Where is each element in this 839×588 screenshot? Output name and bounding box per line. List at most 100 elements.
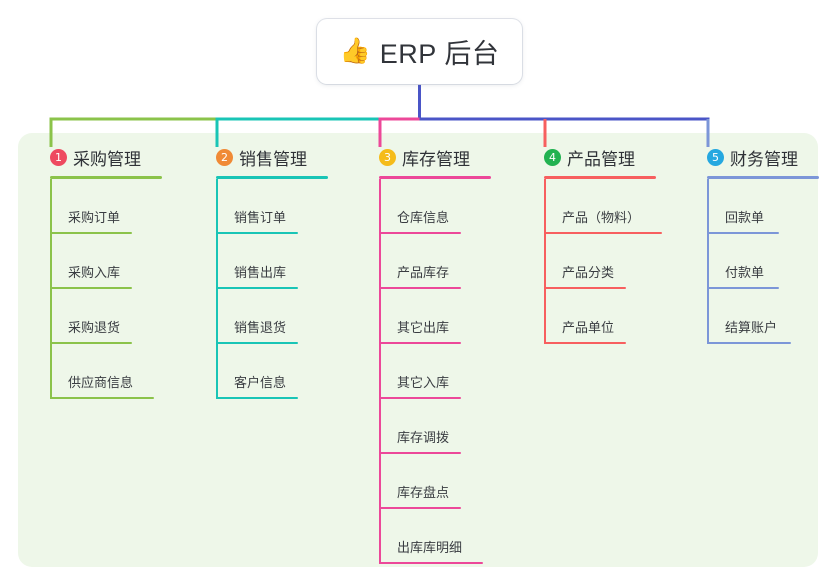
leaf-label: 库存盘点 [397,485,450,500]
leaf-label: 付款单 [725,265,765,280]
branch-number-badge: 5 [707,148,724,166]
branch-spine [379,179,381,564]
leaf-rule [379,452,461,454]
branch-number-badge: 3 [379,148,396,166]
leaf-rule [379,562,483,564]
leaf-label: 产品库存 [397,265,450,280]
diagram-background-panel [18,133,818,567]
leaf-item[interactable]: 库存调拨 [363,399,491,454]
branch-header-rule [707,176,819,179]
leaf-rule [379,397,461,399]
branch-leaf-list: 采购订单采购入库采购退货供应商信息 [34,179,162,399]
branch-header-rule [50,176,162,179]
leaf-item[interactable]: 结算账户 [691,289,819,344]
leaf-rule [216,342,298,344]
leaf-item[interactable]: 出库库明细 [363,509,491,564]
leaf-label: 结算账户 [725,320,778,335]
branch-title: 库存管理 [402,149,470,169]
branch-spine [50,179,52,399]
branch-title: 采购管理 [73,149,141,169]
root-node-content: 👍 ERP 后台 [340,32,500,71]
leaf-label: 客户信息 [234,375,287,390]
branch-column-5: 5 财务管理回款单付款单结算账户 [691,143,819,344]
branch-title: 产品管理 [567,149,635,169]
leaf-label: 销售订单 [234,210,287,225]
branch-column-2: 2 销售管理销售订单销售出库销售退货客户信息 [200,143,328,399]
leaf-item[interactable]: 其它出库 [363,289,491,344]
branch-leaf-list: 销售订单销售出库销售退货客户信息 [200,179,328,399]
leaf-label: 产品（物料） [562,210,641,225]
leaf-label: 销售退货 [234,320,287,335]
leaf-item[interactable]: 产品单位 [528,289,656,344]
leaf-item[interactable]: 产品分类 [528,234,656,289]
leaf-item[interactable]: 付款单 [691,234,819,289]
leaf-label: 供应商信息 [68,375,134,390]
leaf-item[interactable]: 产品库存 [363,234,491,289]
branch-column-4: 4 产品管理产品（物料） 产品分类产品单位 [528,143,662,344]
leaf-label: 采购退货 [68,320,121,335]
leaf-item[interactable]: 销售退货 [200,289,328,344]
leaf-item[interactable]: 采购退货 [34,289,162,344]
leaf-item[interactable]: 产品（物料） [528,179,662,234]
thumbs-up-icon: 👍 [339,37,371,65]
leaf-rule [50,287,132,289]
leaf-rule [50,397,154,399]
branch-header-4[interactable]: 4 产品管理 [528,143,656,171]
branch-title: 销售管理 [239,149,307,169]
branch-leaf-list: 仓库信息产品库存其它出库其它入库库存调拨库存盘点出库库明细 [363,179,491,564]
branch-header-rule [379,176,491,179]
leaf-rule [379,287,461,289]
leaf-rule [216,287,298,289]
leaf-label: 采购入库 [68,265,121,280]
leaf-label: 产品分类 [562,265,615,280]
branch-header-rule [544,176,656,179]
leaf-label: 其它入库 [397,375,450,390]
leaf-label: 库存调拨 [397,430,450,445]
leaf-label: 采购订单 [68,210,121,225]
leaf-rule [544,342,626,344]
branch-spine [544,179,546,344]
leaf-rule [707,232,779,234]
root-node-title: ERP 后台 [379,39,500,69]
branch-header-rule [216,176,328,179]
branch-leaf-list: 回款单付款单结算账户 [691,179,819,344]
branch-number-badge: 4 [544,148,561,166]
leaf-item[interactable]: 仓库信息 [363,179,491,234]
branch-title: 财务管理 [730,149,798,169]
leaf-label: 销售出库 [234,265,287,280]
branch-leaf-list: 产品（物料） 产品分类产品单位 [528,179,662,344]
leaf-item[interactable]: 回款单 [691,179,819,234]
leaf-item[interactable]: 采购入库 [34,234,162,289]
branch-header-3[interactable]: 3 库存管理 [363,143,491,171]
leaf-rule [379,342,461,344]
branch-spine [216,179,218,399]
leaf-item[interactable]: 其它入库 [363,344,491,399]
leaf-label: 其它出库 [397,320,450,335]
leaf-rule [379,507,461,509]
leaf-item[interactable]: 采购订单 [34,179,162,234]
branch-spine [707,179,709,344]
leaf-label: 产品单位 [562,320,615,335]
leaf-rule [216,397,298,399]
branch-header-5[interactable]: 5 财务管理 [691,143,819,171]
leaf-item[interactable]: 供应商信息 [34,344,162,399]
leaf-item[interactable]: 库存盘点 [363,454,491,509]
leaf-rule [216,232,298,234]
root-node[interactable]: 👍 ERP 后台 [317,19,522,84]
leaf-rule [544,232,662,234]
leaf-rule [544,287,626,289]
leaf-label: 出库库明细 [397,540,463,555]
leaf-rule [50,232,132,234]
leaf-item[interactable]: 客户信息 [200,344,328,399]
branch-header-2[interactable]: 2 销售管理 [200,143,328,171]
branch-number-badge: 2 [216,148,233,166]
leaf-item[interactable]: 销售出库 [200,234,328,289]
leaf-rule [707,287,779,289]
leaf-rule [379,232,461,234]
leaf-rule [50,342,132,344]
leaf-item[interactable]: 销售订单 [200,179,328,234]
leaf-label: 回款单 [725,210,765,225]
